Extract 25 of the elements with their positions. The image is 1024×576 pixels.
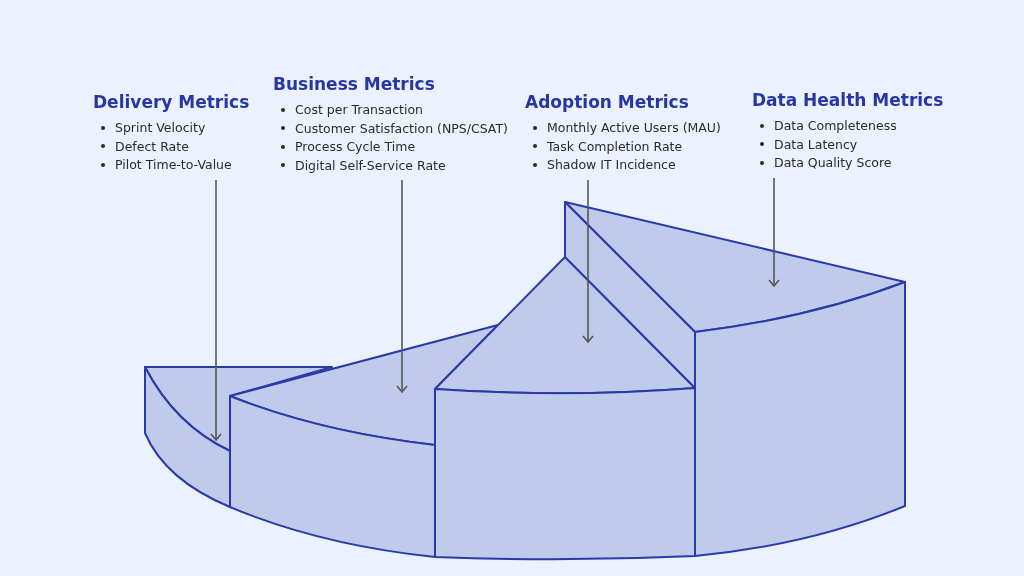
section-heading: Business Metrics [273, 74, 435, 94]
list-item: Cost per Transaction [295, 101, 423, 119]
section-heading: Adoption Metrics [525, 92, 689, 112]
pie-segment [144, 366, 333, 508]
pie-segment [434, 256, 696, 561]
leader-arrow [210, 179, 222, 441]
list-item: Monthly Active Users (MAU) [547, 119, 721, 137]
leader-arrow [582, 179, 594, 343]
section-heading: Data Health Metrics [752, 90, 944, 110]
pie-segment [564, 201, 906, 557]
list-item: Defect Rate [115, 137, 189, 155]
leader-arrow [396, 179, 408, 393]
list-item: Sprint Velocity [115, 119, 206, 137]
list-item: Pilot Time-to-Value [115, 156, 232, 174]
list-item: Digital Self-Service Rate [295, 156, 446, 174]
list-item: Data Completeness [774, 117, 897, 135]
list-item: Process Cycle Time [295, 138, 416, 156]
list-item: Task Completion Rate [547, 137, 683, 155]
list-item: Data Latency [774, 135, 858, 153]
list-item: Shadow IT Incidence [547, 156, 676, 174]
section-heading: Delivery Metrics [93, 92, 250, 112]
list-item: Data Quality Score [774, 154, 892, 172]
list-item: Customer Satisfaction (NPS/CSAT) [295, 119, 508, 137]
leader-arrow [768, 177, 780, 287]
pie-segment [229, 324, 499, 558]
